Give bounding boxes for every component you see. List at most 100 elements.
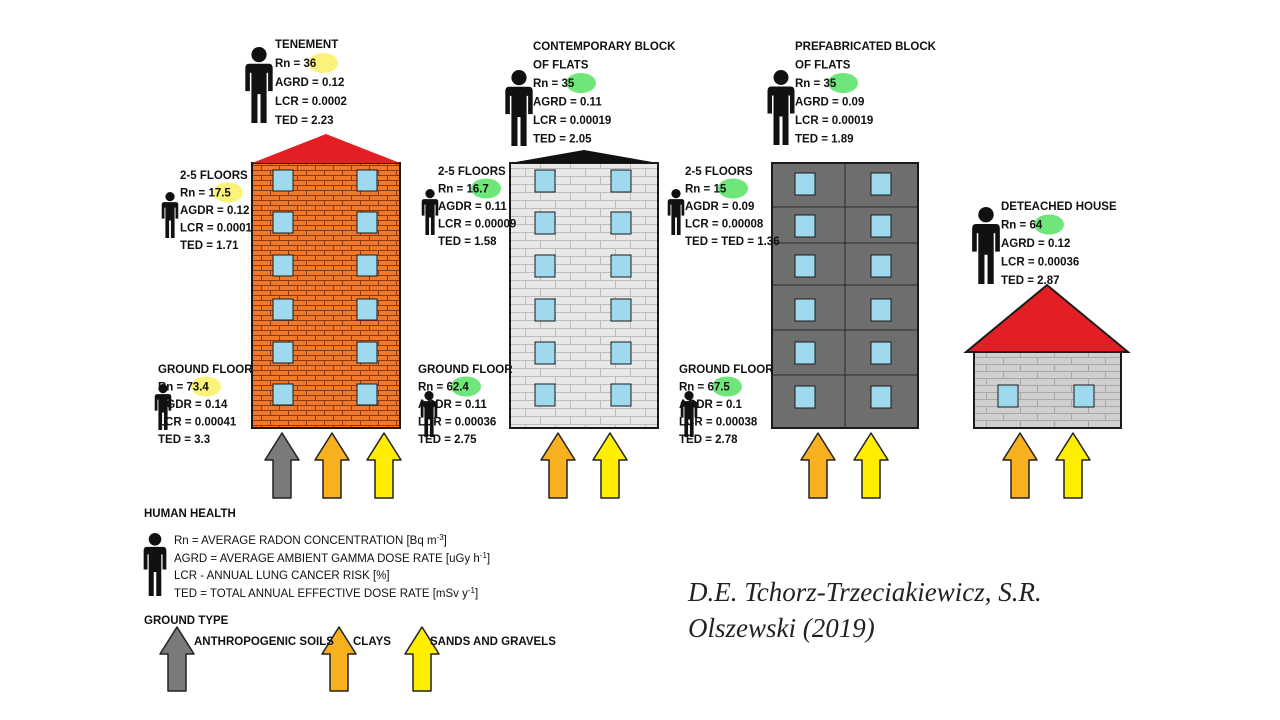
rn-highlight [308,53,338,73]
up-arrow-icon [321,626,357,692]
person-icon [245,47,273,123]
agrd-value: AGRD = 0.09 [795,97,864,109]
rn-highlight [471,178,501,199]
building-title: DETEACHED HOUSE [1001,201,1117,213]
legend-sands: SANDS AND GRAVELS [430,636,556,648]
legend-definition: TED = TOTAL ANNUAL EFFECTIVE DOSE RATE [… [174,586,478,600]
rn-value: Rn = 17.5 [180,188,231,200]
ted-value: TED = 2.75 [418,434,477,446]
ted-value: TED = 3.3 [158,434,210,446]
window [534,254,556,278]
window [272,254,294,277]
agrd-value: AGDR = 0.11 [438,201,507,213]
legend-anthropogenic: ANTHROPOGENIC SOILS [194,636,334,648]
window [870,172,892,196]
window [870,341,892,365]
lcr-value: LCR = 0.00041 [158,417,237,429]
citation: D.E. Tchorz-Trzeciakiewicz, S.R. Olszews… [688,577,1042,643]
person-icon [505,70,533,146]
person-icon [421,189,439,235]
floor-title: 2-5 FLOORS [438,166,506,178]
rn-value: Rn = 15 [685,184,727,196]
tenement-building [251,134,401,429]
rn-value: Rn = 64 [1001,220,1043,232]
agrd-value: AGRD = 0.12 [1001,238,1070,250]
legend-definition: Rn = AVERAGE RADON CONCENTRATION [Bq m-3… [174,533,447,547]
window [534,211,556,235]
person-icon [667,189,685,235]
agrd-value: AGDR = 0.14 [158,399,228,411]
agrd-value: AGDR = 0.12 [180,205,249,217]
window [794,385,816,409]
window [534,341,556,365]
legend-definition: AGRD = AVERAGE AMBIENT GAMMA DOSE RATE [… [174,551,490,565]
human-health-title: HUMAN HEALTH [144,508,236,520]
person-icon [680,391,698,437]
window [356,383,378,406]
window [870,385,892,409]
floor-title: 2-5 FLOORS [685,166,753,178]
window [610,169,632,193]
rn-highlight [451,376,481,397]
window [610,383,632,407]
window [997,384,1019,408]
window [356,254,378,277]
building-title: PREFABRICATED BLOCK [795,41,937,53]
window [534,383,556,407]
rn-value: Rn = 16.7 [438,184,489,196]
legend: HUMAN HEALTH Rn = AVERAGE RADON CONCENTRA… [143,508,556,692]
people [154,47,1000,437]
window [272,383,294,406]
contemporary-block-building [509,150,659,429]
window [534,298,556,322]
ted-value: TED = 2.78 [679,434,738,446]
agrd-value: AGDR = 0.1 [679,399,743,411]
person-icon [767,70,795,145]
lcr-value: LCR = 0.00036 [418,417,496,429]
person-icon [972,207,1000,284]
rn-highlight [718,178,748,199]
window [356,298,378,321]
ted-value: TED = TED = 1.36 [685,236,780,248]
floor-title: GROUND FLOOR [418,364,513,376]
window [794,214,816,238]
ted-value: TED = 1.71 [180,240,239,252]
building-title: OF FLATS [795,60,851,72]
rn-value: Rn = 73.4 [158,382,209,394]
tenement-roof [252,134,400,163]
person-icon [154,384,172,430]
building-title: OF FLATS [533,60,589,72]
window [794,254,816,278]
legend-clays: CLAYS [353,636,391,648]
rn-value: Rn = 62.4 [418,382,469,394]
agrd-value: AGRD = 0.11 [533,97,602,109]
window [870,298,892,322]
house-wall [973,351,1122,429]
window [610,211,632,235]
building-title: TENEMENT [275,39,338,51]
floor-title: GROUND FLOOR [679,364,774,376]
detached-house-building [963,283,1131,429]
window [794,341,816,365]
window [794,298,816,322]
ted-value: TED = 2.05 [533,134,592,146]
ground-arrows [264,432,1091,499]
up-arrow-icon [404,626,440,692]
person-icon [161,192,179,238]
floor-title: 2-5 FLOORS [180,170,248,182]
ted-value: TED = 2.87 [1001,275,1060,287]
building-title: CONTEMPORARY BLOCK [533,41,676,53]
up-arrow-icon [540,432,576,499]
up-arrow-icon [800,432,836,499]
window [870,254,892,278]
lcr-value: LCR = 0.00019 [533,115,611,127]
